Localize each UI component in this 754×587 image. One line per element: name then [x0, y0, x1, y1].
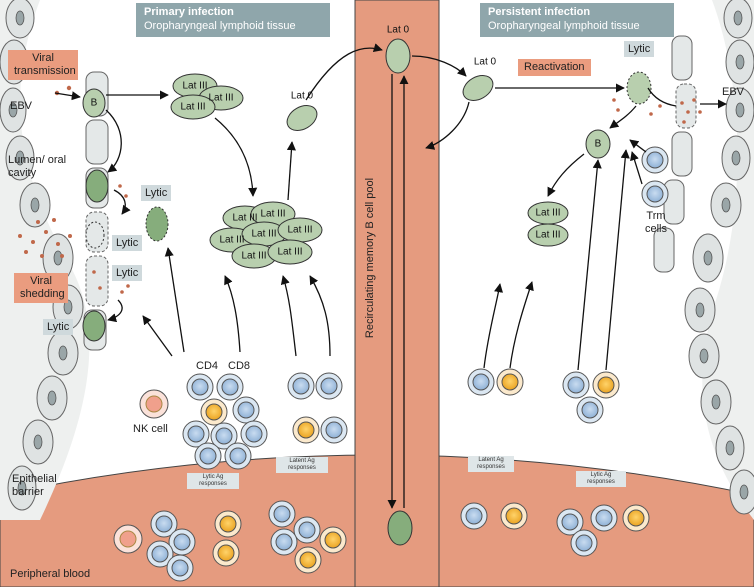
viral-shedding-label: Viral shedding [14, 273, 68, 304]
lumen-label: Lumen/ oral cavity [8, 154, 67, 179]
lat3-label-6: Lat III [219, 234, 245, 246]
recirculating-pool-label: Recirculating memory B cell pool [364, 177, 376, 339]
lat3-label-8: Lat III [287, 224, 313, 236]
lytic-label-4: Lytic [43, 319, 74, 335]
t-cells-peripheral-blood [146, 500, 650, 582]
lat3-label-7: Lat III [251, 228, 277, 240]
epithelial-barrier-label: Epithelial barrier [12, 473, 57, 498]
lat0-label-pool: Lat 0 [386, 24, 410, 36]
lytic-ag-responses-left: Lytic Ag responses [187, 473, 239, 490]
latent-ag-responses-right: Latent Ag responses [468, 456, 514, 473]
persistent-infection-header: Persistent infection Oropharyngeal lymph… [480, 3, 674, 37]
lat3-label-2: Lat III [208, 92, 234, 104]
arrows [54, 43, 727, 509]
nk-cells [113, 389, 169, 554]
right-epithelium [653, 0, 754, 520]
primary-infection-header: Primary infection Oropharyngeal lymphoid… [136, 3, 330, 37]
t-cells-persistent-tissue [467, 146, 669, 424]
lat3-label-11: Lat III [535, 207, 561, 219]
lytic-label-3: Lytic [112, 265, 143, 281]
lat3-label-5: Lat III [260, 208, 286, 220]
lat3-label-10: Lat III [277, 246, 303, 258]
lat3-label-3: Lat III [180, 101, 206, 113]
lat3-label-12: Lat III [535, 229, 561, 241]
ebv-left-label: EBV [10, 100, 33, 112]
reactivation-label: Reactivation [518, 59, 591, 77]
recirculating-pool-column [354, 0, 440, 587]
ebv-right-label: EBV [722, 86, 745, 98]
b-cell-label-right: B [594, 138, 602, 150]
lytic-label-1: Lytic [141, 185, 172, 201]
lat0-label-right: Lat 0 [473, 56, 497, 68]
left-epithelium [0, 0, 109, 520]
persistent-infection-title: Persistent infection [488, 6, 591, 18]
viral-transmission-label: Viral transmission [8, 50, 78, 81]
b-cells [82, 38, 652, 546]
lat0-label-left: Lat 0 [290, 90, 314, 102]
peripheral-blood-label: Peripheral blood [10, 568, 91, 580]
lytic-label-5: Lytic [624, 41, 655, 57]
lytic-ag-responses-right: Lytic Ag responses [576, 471, 626, 488]
trm-cells-label: Trm cells [644, 210, 667, 235]
b-cell-label-left: B [90, 97, 98, 109]
persistent-infection-subtitle: Oropharyngeal lymphoid tissue [488, 19, 640, 32]
cd4-label: CD4 [196, 360, 219, 372]
primary-infection-title: Primary infection [144, 6, 234, 18]
lat3-label-1: Lat III [182, 80, 208, 92]
lytic-label-2: Lytic [112, 235, 143, 251]
t-cells [113, 146, 669, 582]
lat3-label-4: Lat III [232, 212, 258, 224]
cd8-label: CD8 [228, 360, 251, 372]
latent-ag-responses-left: Latent Ag responses [276, 457, 328, 474]
nk-cell-label: NK cell [133, 423, 168, 435]
lat3-label-9: Lat III [241, 250, 267, 262]
t-cells-primary-tissue [182, 372, 348, 470]
primary-infection-subtitle: Oropharyngeal lymphoid tissue [144, 19, 296, 32]
